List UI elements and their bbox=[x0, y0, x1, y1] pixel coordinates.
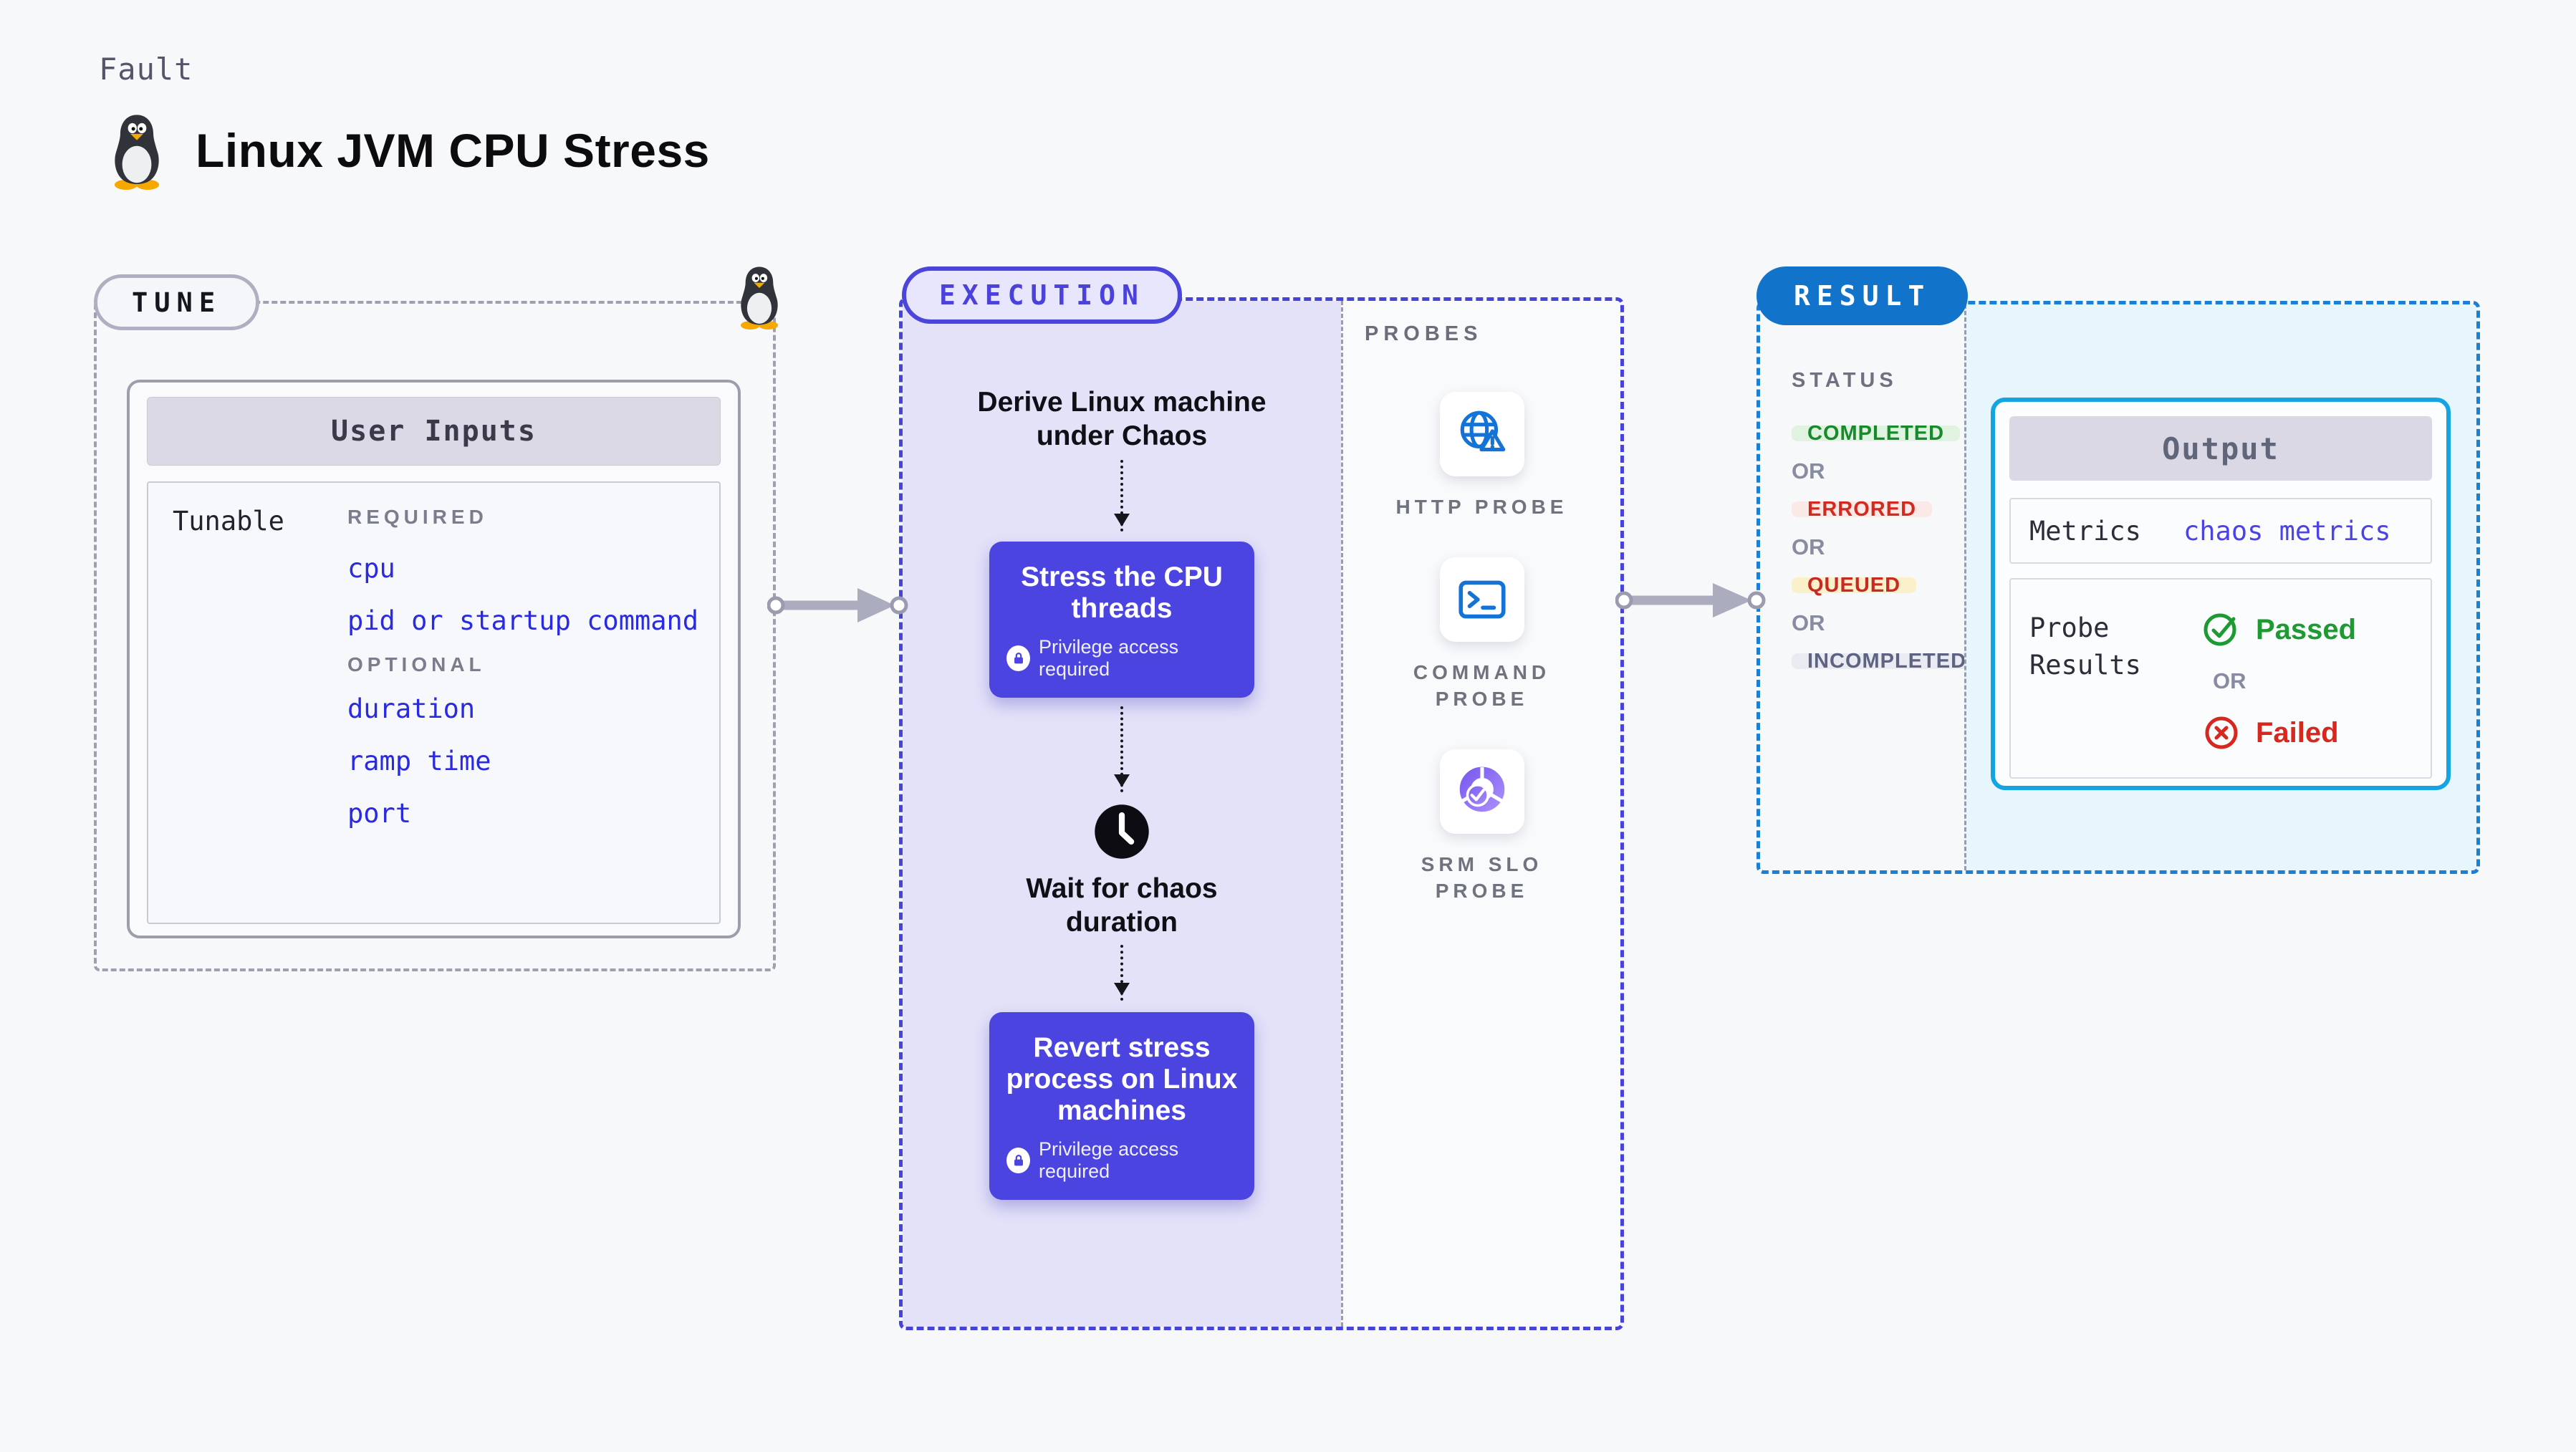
output-card: Output Metrics chaos metrics Probe Resul… bbox=[1991, 398, 2451, 790]
or-separator: OR bbox=[1792, 610, 1825, 635]
failed-label: Failed bbox=[2256, 716, 2339, 749]
probe-label: HTTP PROBE bbox=[1395, 496, 1568, 518]
lock-icon bbox=[1006, 645, 1031, 671]
page-header: Linux JVM CPU Stress bbox=[104, 111, 710, 190]
globe-alert-icon bbox=[1453, 405, 1511, 463]
status-column: STATUS COMPLETED OR ERRORED OR QUEUED OR… bbox=[1760, 304, 1983, 870]
probe-item-command: COMMAND PROBE bbox=[1403, 557, 1561, 712]
output-title: Output bbox=[2009, 416, 2432, 481]
execution-pill: EXECUTION bbox=[902, 266, 1182, 324]
lock-icon bbox=[1006, 1148, 1031, 1173]
tunable-item-port: port bbox=[347, 798, 412, 829]
wait-clock-icon bbox=[1092, 802, 1151, 865]
or-separator: OR bbox=[1792, 534, 1825, 559]
http-probe-card bbox=[1439, 392, 1524, 476]
result-section: STATUS COMPLETED OR ERRORED OR QUEUED OR… bbox=[1756, 301, 2480, 874]
probe-results-label: Probe Results bbox=[2029, 612, 2141, 681]
optional-label: OPTIONAL bbox=[347, 653, 486, 675]
tune-to-execution-arrow bbox=[767, 588, 908, 622]
wait-step-text: Wait for chaos duration bbox=[1026, 873, 1218, 938]
status-badge-errored: ERRORED bbox=[1792, 499, 1933, 520]
probe-item-srm-slo: SRM SLO PROBE bbox=[1403, 749, 1561, 904]
probes-panel: PROBES HTTP PROBE COMMAND PROBE SRM SLO … bbox=[1341, 301, 1620, 1327]
execution-to-result-arrow bbox=[1615, 583, 1766, 617]
linux-tux-icon bbox=[104, 111, 170, 190]
fault-label: Fault bbox=[99, 52, 193, 87]
flow-arrow-down-icon bbox=[1114, 706, 1130, 792]
probe-label: SRM SLO PROBE bbox=[1421, 853, 1543, 902]
execution-flow: Derive Linux machine under Chaos Stress … bbox=[903, 301, 1341, 1327]
passed-check-icon bbox=[2201, 610, 2241, 650]
probe-item-http: HTTP PROBE bbox=[1389, 392, 1575, 520]
derive-step-text: Derive Linux machine under Chaos bbox=[977, 387, 1267, 451]
status-badge-completed: COMPLETED bbox=[1792, 423, 1961, 444]
status-label: STATUS bbox=[1792, 369, 1898, 392]
flow-arrow-down-icon bbox=[1114, 945, 1130, 1001]
result-pill: RESULT bbox=[1756, 266, 1969, 325]
or-separator: OR bbox=[1792, 458, 1825, 484]
or-separator: OR bbox=[2213, 668, 2246, 693]
user-inputs-card: User Inputs Tunable REQUIRED cpu pid or … bbox=[127, 380, 741, 938]
user-inputs-table: Tunable REQUIRED cpu pid or startup comm… bbox=[147, 481, 721, 924]
privilege-note: Privilege access required bbox=[1006, 1138, 1237, 1183]
tunable-item-ramp-time: ramp time bbox=[347, 746, 491, 777]
status-badge-queued: QUEUED bbox=[1792, 575, 1917, 596]
tune-section bbox=[94, 301, 776, 971]
srm-slo-probe-card bbox=[1439, 749, 1524, 834]
slo-donut-icon bbox=[1453, 763, 1511, 820]
metrics-row: Metrics chaos metrics bbox=[2009, 498, 2432, 564]
passed-label: Passed bbox=[2256, 613, 2357, 645]
failed-x-icon bbox=[2201, 713, 2241, 753]
output-panel: Output Metrics chaos metrics Probe Resul… bbox=[1964, 304, 2476, 870]
privilege-note: Privilege access required bbox=[1006, 636, 1237, 681]
execution-section: Derive Linux machine under Chaos Stress … bbox=[899, 297, 1624, 1330]
chaos-logo-icon bbox=[1227, 996, 1267, 1037]
metrics-value: chaos metrics bbox=[2183, 515, 2391, 547]
stress-step-title: Stress the CPU threads bbox=[1021, 562, 1223, 624]
required-label: REQUIRED bbox=[347, 506, 488, 528]
status-badge-incompleted: INCOMPLETED bbox=[1792, 651, 1983, 672]
tunable-row-label: Tunable bbox=[173, 506, 284, 537]
terminal-icon bbox=[1453, 571, 1511, 628]
revert-stress-step: Revert stress process on Linux machines … bbox=[989, 1012, 1254, 1200]
command-probe-card bbox=[1439, 557, 1524, 642]
probes-label: PROBES bbox=[1365, 322, 1483, 345]
linux-tux-icon-small bbox=[732, 264, 787, 333]
tunable-item-pid: pid or startup command bbox=[347, 605, 699, 636]
stress-cpu-step: Stress the CPU threads Privilege access … bbox=[989, 542, 1254, 698]
probe-results-row: Probe Results Passed OR Failed bbox=[2009, 578, 2432, 779]
user-inputs-title: User Inputs bbox=[147, 397, 721, 466]
probe-label: COMMAND PROBE bbox=[1413, 661, 1551, 710]
tunable-item-duration: duration bbox=[347, 693, 476, 724]
flow-arrow-down-icon bbox=[1114, 460, 1130, 532]
tunable-item-cpu: cpu bbox=[347, 553, 395, 584]
chaos-logo-icon bbox=[1227, 526, 1267, 566]
revert-step-title: Revert stress process on Linux machines bbox=[1006, 1032, 1238, 1126]
metrics-label: Metrics bbox=[2029, 515, 2141, 547]
tune-pill: TUNE bbox=[94, 274, 260, 330]
page-title: Linux JVM CPU Stress bbox=[196, 124, 710, 177]
